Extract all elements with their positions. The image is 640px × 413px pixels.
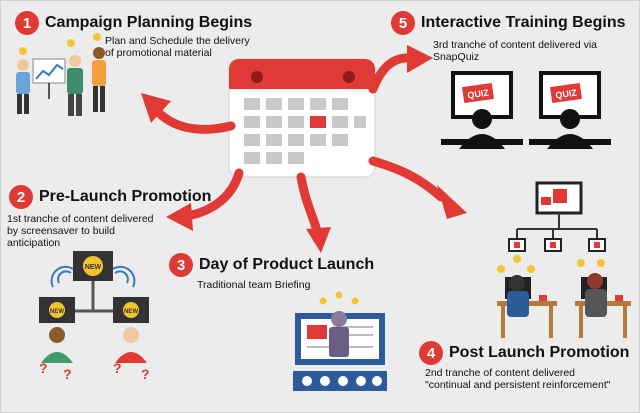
new-badge-label-right: NEW (124, 309, 138, 315)
step-number-badge: 4 (419, 341, 443, 365)
lightbulb-icon (319, 291, 359, 305)
arrowhead-step-2 (166, 203, 193, 231)
step-number-badge: 5 (391, 11, 415, 35)
question-mark-icon: ? (141, 366, 150, 382)
arrow-to-step-3 (296, 172, 322, 236)
calendar-icon (228, 58, 376, 178)
flow-arrows (141, 45, 467, 253)
arrowhead-step-5 (407, 45, 433, 73)
step-title: Pre-Launch Promotion (39, 188, 212, 205)
step-number-badge: 3 (169, 253, 193, 277)
quiz-badge-left: QUIZ (467, 87, 490, 100)
arrowhead-step-4 (437, 185, 467, 219)
step-3-header: 3 Day of Product Launch (169, 253, 374, 277)
reinforcement-illustration (497, 181, 631, 338)
signal-icon-right (112, 265, 136, 288)
new-badge-label-left: NEW (50, 309, 64, 315)
step-4-header: 4 Post Launch Promotion (419, 341, 629, 365)
step-title: Post Launch Promotion (449, 344, 630, 361)
arrowhead-step-3 (306, 227, 331, 253)
planning-team-illustration (16, 33, 106, 116)
step-5-description: 3rd tranche of content delivered via Sna… (433, 39, 598, 63)
question-mark-icon: ? (113, 360, 122, 376)
quiz-badge-right: QUIZ (555, 87, 578, 100)
step-title: Day of Product Launch (199, 256, 375, 273)
step-2-description: 1st tranche of content delivered by scre… (7, 213, 154, 249)
step-title: Campaign Planning Begins (45, 14, 253, 31)
lightbulb-icon (497, 255, 605, 273)
new-badge-icon (83, 256, 103, 276)
question-mark-icon: ? (63, 366, 72, 382)
step-title: Interactive Training Begins (421, 14, 626, 31)
new-badge-label: NEW (85, 264, 102, 271)
arrow-to-step-5 (368, 53, 416, 94)
question-mark-icon: ? (39, 360, 48, 376)
step-2-header: 2 Pre-Launch Promotion (9, 185, 211, 209)
lightbulb-icon (19, 33, 101, 55)
arrowhead-step-1 (141, 93, 171, 123)
step-5-header: 5 Interactive Training Begins (391, 11, 626, 35)
step-1-description: Plan and Schedule the delivery of promot… (105, 35, 250, 59)
signal-icon (50, 265, 74, 288)
step-3-description: Traditional team Briefing (197, 279, 311, 291)
step-4-description: 2nd tranche of content delivered "contin… (425, 367, 611, 391)
arrow-to-step-4 (368, 156, 446, 202)
step-1-header: 1 Campaign Planning Begins (15, 11, 252, 35)
briefing-illustration (293, 291, 387, 391)
arrow-to-step-1 (154, 108, 236, 134)
quiz-illustration: QUIZ QUIZ (441, 71, 611, 149)
screensaver-illustration: NEW NEW NEW ? ? ? ? (39, 251, 150, 382)
step-number-badge: 1 (15, 11, 39, 35)
step-number-badge: 2 (9, 185, 33, 209)
